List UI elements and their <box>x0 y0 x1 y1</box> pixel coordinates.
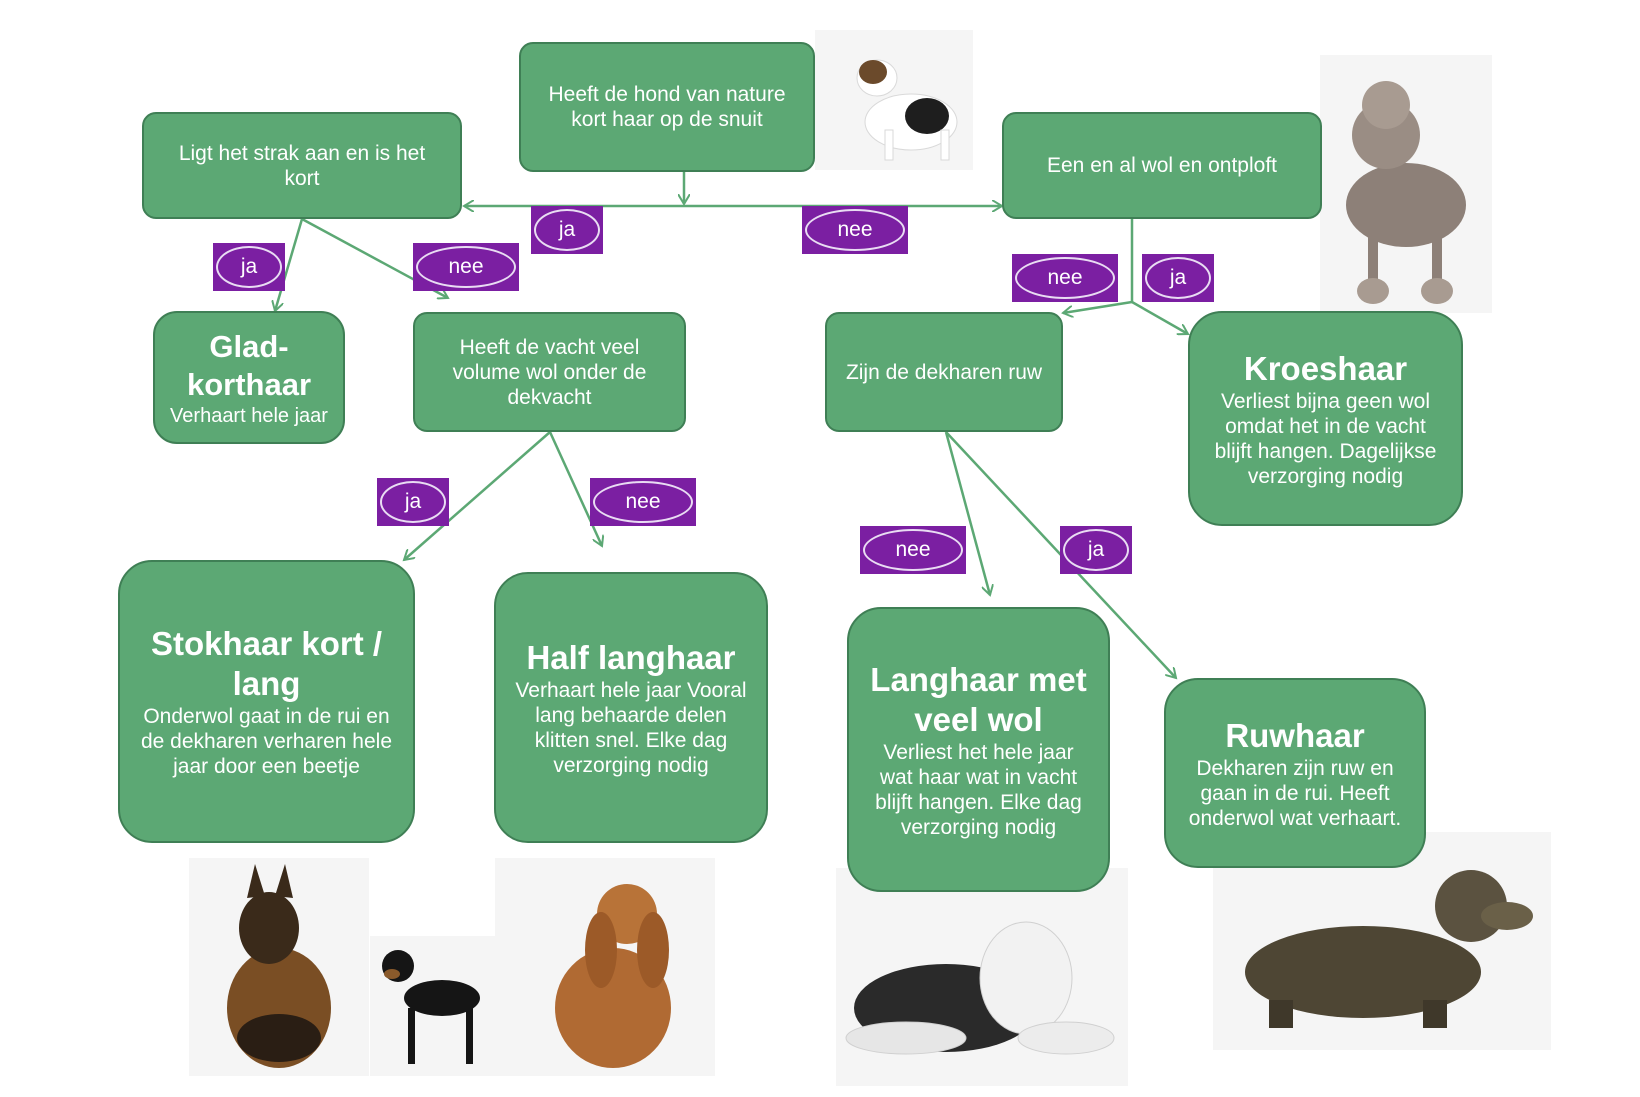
label-smooth-nee: nee <box>413 243 519 291</box>
leaf-kroeshaar-desc: Verliest bijna geen wol omdat het in de … <box>1214 389 1437 488</box>
leaf-langhaar: Langhaar met veel wol Verliest het hele … <box>847 607 1110 892</box>
question-root: Heeft de hond van nature kort haar op de… <box>519 42 815 172</box>
leaf-gladkorthaar-desc: Verhaart hele jaar <box>170 404 328 427</box>
leaf-ruwhaar: Ruwhaar Dekharen zijn ruw en gaan in de … <box>1164 678 1426 868</box>
jack-russell-photo <box>815 30 973 170</box>
cocker-spaniel-photo <box>495 858 715 1076</box>
leaf-kroeshaar: Kroeshaar Verliest bijna geen wol omdat … <box>1188 311 1463 526</box>
leaf-gladkorthaar: Glad- korthaar Verhaart hele jaar <box>153 311 345 444</box>
connector-rough-nee <box>944 431 990 595</box>
leaf-ruwhaar-desc: Dekharen zijn ruw en gaan in de rui. Hee… <box>1188 756 1402 830</box>
leaf-stokhaar-title: Stokhaar kort / lang <box>150 625 383 702</box>
label-root-nee: nee <box>802 206 908 254</box>
question-root-text: Heeft de hond van nature kort haar op de… <box>548 83 786 131</box>
label-root-ja: ja <box>531 206 603 254</box>
leaf-gladkorthaar-title: Glad- korthaar <box>186 328 312 402</box>
label-smooth-ja: ja <box>213 243 285 291</box>
leaf-halflanghaar-desc: Verhaart hele jaar Vooral lang behaarde … <box>515 678 747 777</box>
question-volume-text: Heeft de vacht veel volume wol onder de … <box>452 335 647 409</box>
leaf-halflanghaar: Half langhaar Verhaart hele jaar Vooral … <box>494 572 768 843</box>
leaf-langhaar-desc: Verliest het hele jaar wat haar wat in v… <box>875 740 1082 839</box>
label-wool-ja: ja <box>1142 254 1214 302</box>
question-rough: Zijn de dekharen ruw <box>825 312 1063 432</box>
label-volume-nee: nee <box>590 478 696 526</box>
connector-smooth-ja <box>275 218 304 311</box>
label-wool-nee: nee <box>1012 254 1118 302</box>
old-english-sheepdog-photo <box>836 868 1128 1086</box>
connector-volume-ja <box>404 431 551 560</box>
label-rough-nee: nee <box>860 526 966 574</box>
question-smooth: Ligt het strak aan en is het kort <box>142 112 462 219</box>
label-rough-ja: ja <box>1060 526 1132 574</box>
label-volume-ja: ja <box>377 478 449 526</box>
rottweiler-photo <box>370 936 495 1076</box>
question-wool: Een en al wol en ontploft <box>1002 112 1322 219</box>
question-volume: Heeft de vacht veel volume wol onder de … <box>413 312 686 432</box>
connector-wool-nee <box>1063 300 1133 313</box>
wirehaired-dachshund-photo <box>1213 832 1551 1050</box>
leaf-halflanghaar-title: Half langhaar <box>526 638 736 676</box>
german-shepherd-photo <box>189 858 369 1076</box>
connector-wool-ja <box>1131 300 1188 334</box>
question-wool-text: Een en al wol en ontploft <box>1047 154 1277 177</box>
connector-volume-nee <box>548 431 602 546</box>
poodle-photo <box>1320 55 1492 313</box>
question-rough-text: Zijn de dekharen ruw <box>845 360 1043 384</box>
leaf-kroeshaar-title: Kroeshaar <box>1243 349 1408 387</box>
leaf-ruwhaar-title: Ruwhaar <box>1225 716 1365 754</box>
leaf-stokhaar: Stokhaar kort / lang Onderwol gaat in de… <box>118 560 415 843</box>
question-smooth-text: Ligt het strak aan en is het kort <box>178 141 426 190</box>
leaf-stokhaar-desc: Onderwol gaat in de rui en de dekharen v… <box>140 705 392 778</box>
leaf-langhaar-title: Langhaar met veel wol <box>870 660 1087 738</box>
